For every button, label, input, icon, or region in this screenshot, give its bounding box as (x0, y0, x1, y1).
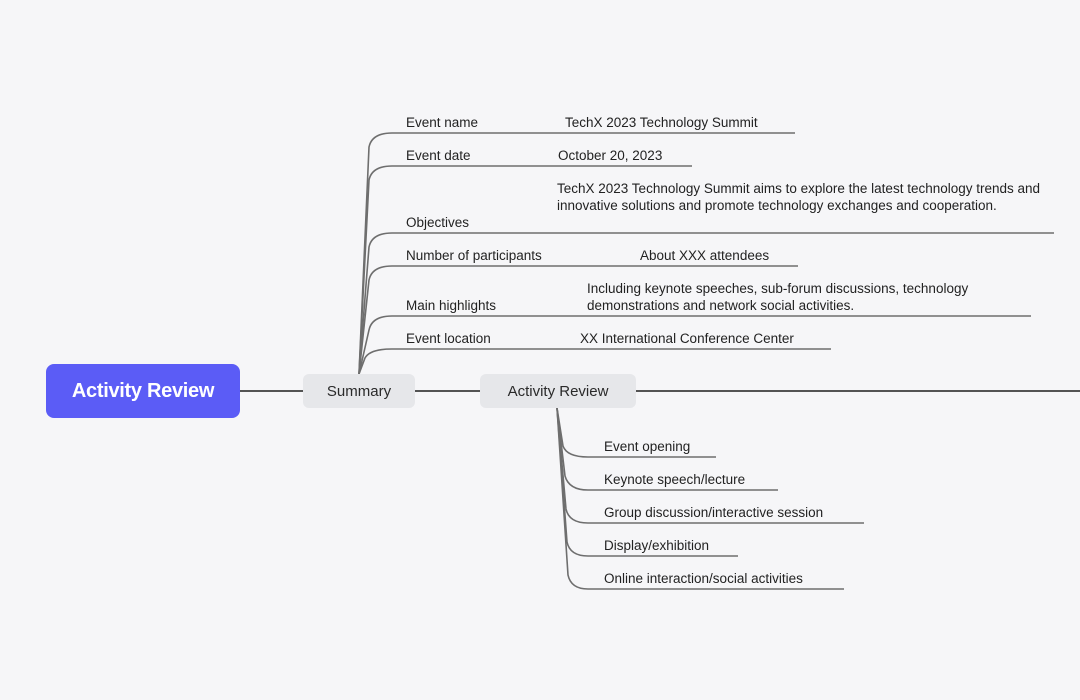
summary-item-location-label[interactable]: Event location (406, 331, 491, 346)
summary-item-event-date-label[interactable]: Event date (406, 148, 471, 163)
root-node[interactable]: Activity Review (46, 364, 240, 418)
summary-item-highlights-label[interactable]: Main highlights (406, 298, 497, 313)
root-node-label: Activity Review (71, 379, 215, 402)
summary-node-label: Summary (326, 382, 392, 400)
summary-item-objectives-label[interactable]: Objectives (406, 215, 470, 230)
connector-summary-participants (358, 265, 798, 375)
connector-summary-event-name (358, 132, 795, 375)
connector-review-online (556, 407, 844, 590)
summary-item-event-name-value[interactable]: TechX 2023 Technology Summit (565, 115, 758, 130)
activity-review-node-label: Activity Review (507, 382, 609, 400)
review-item-group-discussion[interactable]: Group discussion/interactive session (604, 505, 824, 520)
connector-review-display (556, 407, 738, 557)
summary-item-event-date-value[interactable]: October 20, 2023 (558, 148, 663, 163)
connector-review-discussion (556, 407, 864, 524)
review-item-event-opening[interactable]: Event opening (604, 439, 691, 454)
summary-item-objectives-value[interactable]: TechX 2023 Technology Summit aims to exp… (557, 181, 1041, 213)
connector-review-keynote (556, 407, 778, 491)
connector-summary-location (358, 348, 831, 375)
review-item-online-interaction[interactable]: Online interaction/social activities (604, 571, 803, 586)
summary-item-highlights-value[interactable]: Including keynote speeches, sub-forum di… (587, 281, 969, 313)
review-item-display-exhibition[interactable]: Display/exhibition (604, 538, 710, 553)
connector-summary-highlights (358, 315, 1031, 375)
summary-item-participants-label[interactable]: Number of participants (406, 248, 542, 263)
summary-node[interactable]: Summary (303, 374, 415, 408)
summary-item-participants-value[interactable]: About XXX attendees (640, 248, 770, 263)
summary-item-event-name-label[interactable]: Event name (406, 115, 479, 130)
connector-summary-event-date (358, 165, 692, 375)
review-item-keynote-speech[interactable]: Keynote speech/lecture (604, 472, 746, 487)
connector-review-opening (556, 407, 716, 458)
activity-review-node[interactable]: Activity Review (480, 374, 636, 408)
connector-summary-objectives (358, 232, 1054, 375)
summary-item-location-value[interactable]: XX International Conference Center (580, 331, 794, 346)
